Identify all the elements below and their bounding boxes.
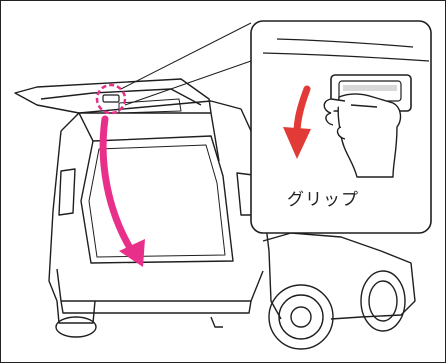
- curved-arrow-down-icon: [103, 119, 145, 267]
- grip-handle-small: [103, 95, 119, 102]
- callout-leader-top: [121, 23, 251, 89]
- grip-label: グリップ: [287, 185, 397, 210]
